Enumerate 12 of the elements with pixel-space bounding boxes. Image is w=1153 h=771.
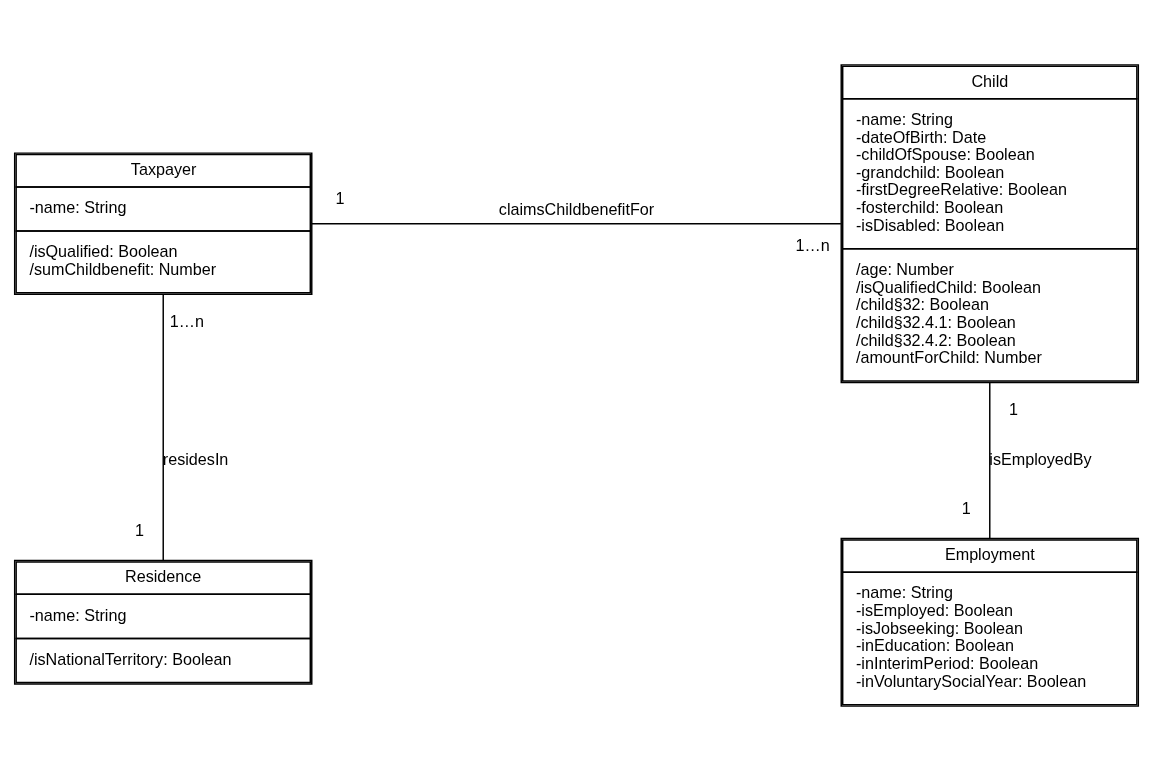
label: 1…n (169, 311, 204, 330)
label: 1 (335, 189, 345, 208)
label: 1 (1008, 399, 1018, 418)
label: 1 (961, 499, 971, 518)
connector (311, 223, 842, 225)
edge-label: isEmployedBy (989, 449, 1092, 468)
label: 1…n (795, 236, 830, 255)
edge-label: claimsChildbenefitFor (498, 199, 655, 218)
connector (989, 381, 991, 539)
label: 1 (135, 520, 145, 539)
connector (162, 293, 164, 561)
edge-label: residesIn (162, 449, 229, 468)
